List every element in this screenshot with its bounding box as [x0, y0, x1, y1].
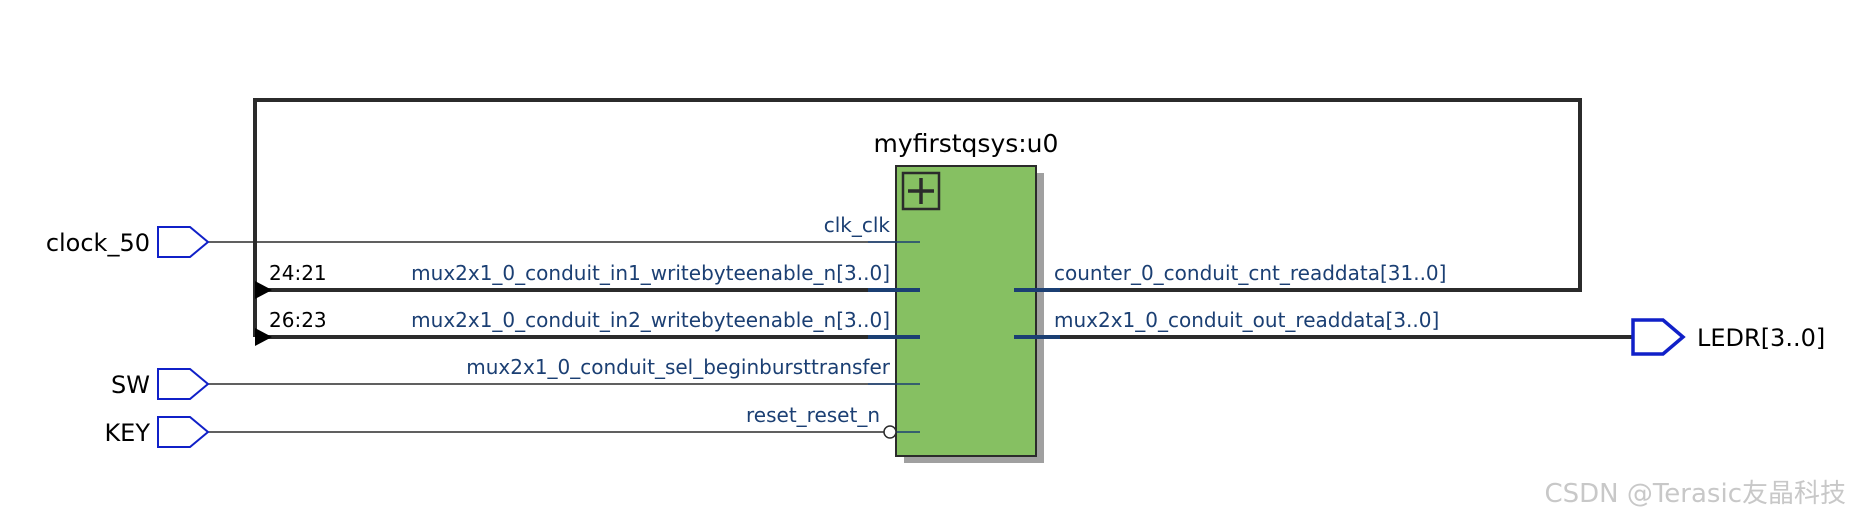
input-port-key[interactable] — [157, 416, 210, 448]
pin-label-in2: mux2x1_0_conduit_in2_writebyteenable_n[3… — [411, 308, 890, 332]
output-port-ledr[interactable] — [1631, 318, 1686, 356]
input-port-clock-50[interactable] — [157, 226, 210, 258]
input-port-label-key: KEY — [104, 419, 150, 447]
pin-label-out: mux2x1_0_conduit_out_readdata[3..0] — [1054, 308, 1439, 332]
pin-label-reset: reset_reset_n — [746, 403, 880, 427]
input-port-label-clock-50: clock_50 — [46, 229, 150, 257]
input-pin-stubs — [868, 241, 920, 433]
pin-label-clk: clk_clk — [824, 213, 891, 237]
module-title: myfirstqsys:u0 — [874, 129, 1059, 158]
reset-inversion-bubble — [883, 425, 897, 439]
pin-label-sel: mux2x1_0_conduit_sel_beginbursttransfer — [466, 355, 891, 379]
pin-label-in1: mux2x1_0_conduit_in1_writebyteenable_n[3… — [411, 261, 890, 285]
feedback-bus-wire — [253, 98, 1582, 337]
output-port-label-ledr: LEDR[3..0] — [1697, 324, 1825, 352]
pin-label-cnt: counter_0_conduit_cnt_readdata[31..0] — [1054, 261, 1446, 285]
output-pin-stubs — [1014, 288, 1060, 339]
input-port-sw[interactable] — [157, 368, 210, 400]
plus-box-icon[interactable] — [901, 171, 941, 211]
bus-tap-arrow-2 — [255, 328, 272, 346]
input-port-label-sw: SW — [111, 371, 150, 399]
bus-slice-label-1: 24:21 — [269, 261, 327, 285]
bus-tap-arrow-1 — [255, 281, 272, 299]
watermark-text: CSDN @Terasic友晶科技 — [1544, 479, 1846, 509]
bus-slice-label-2: 26:23 — [269, 308, 327, 332]
module-block[interactable] — [895, 165, 1037, 457]
